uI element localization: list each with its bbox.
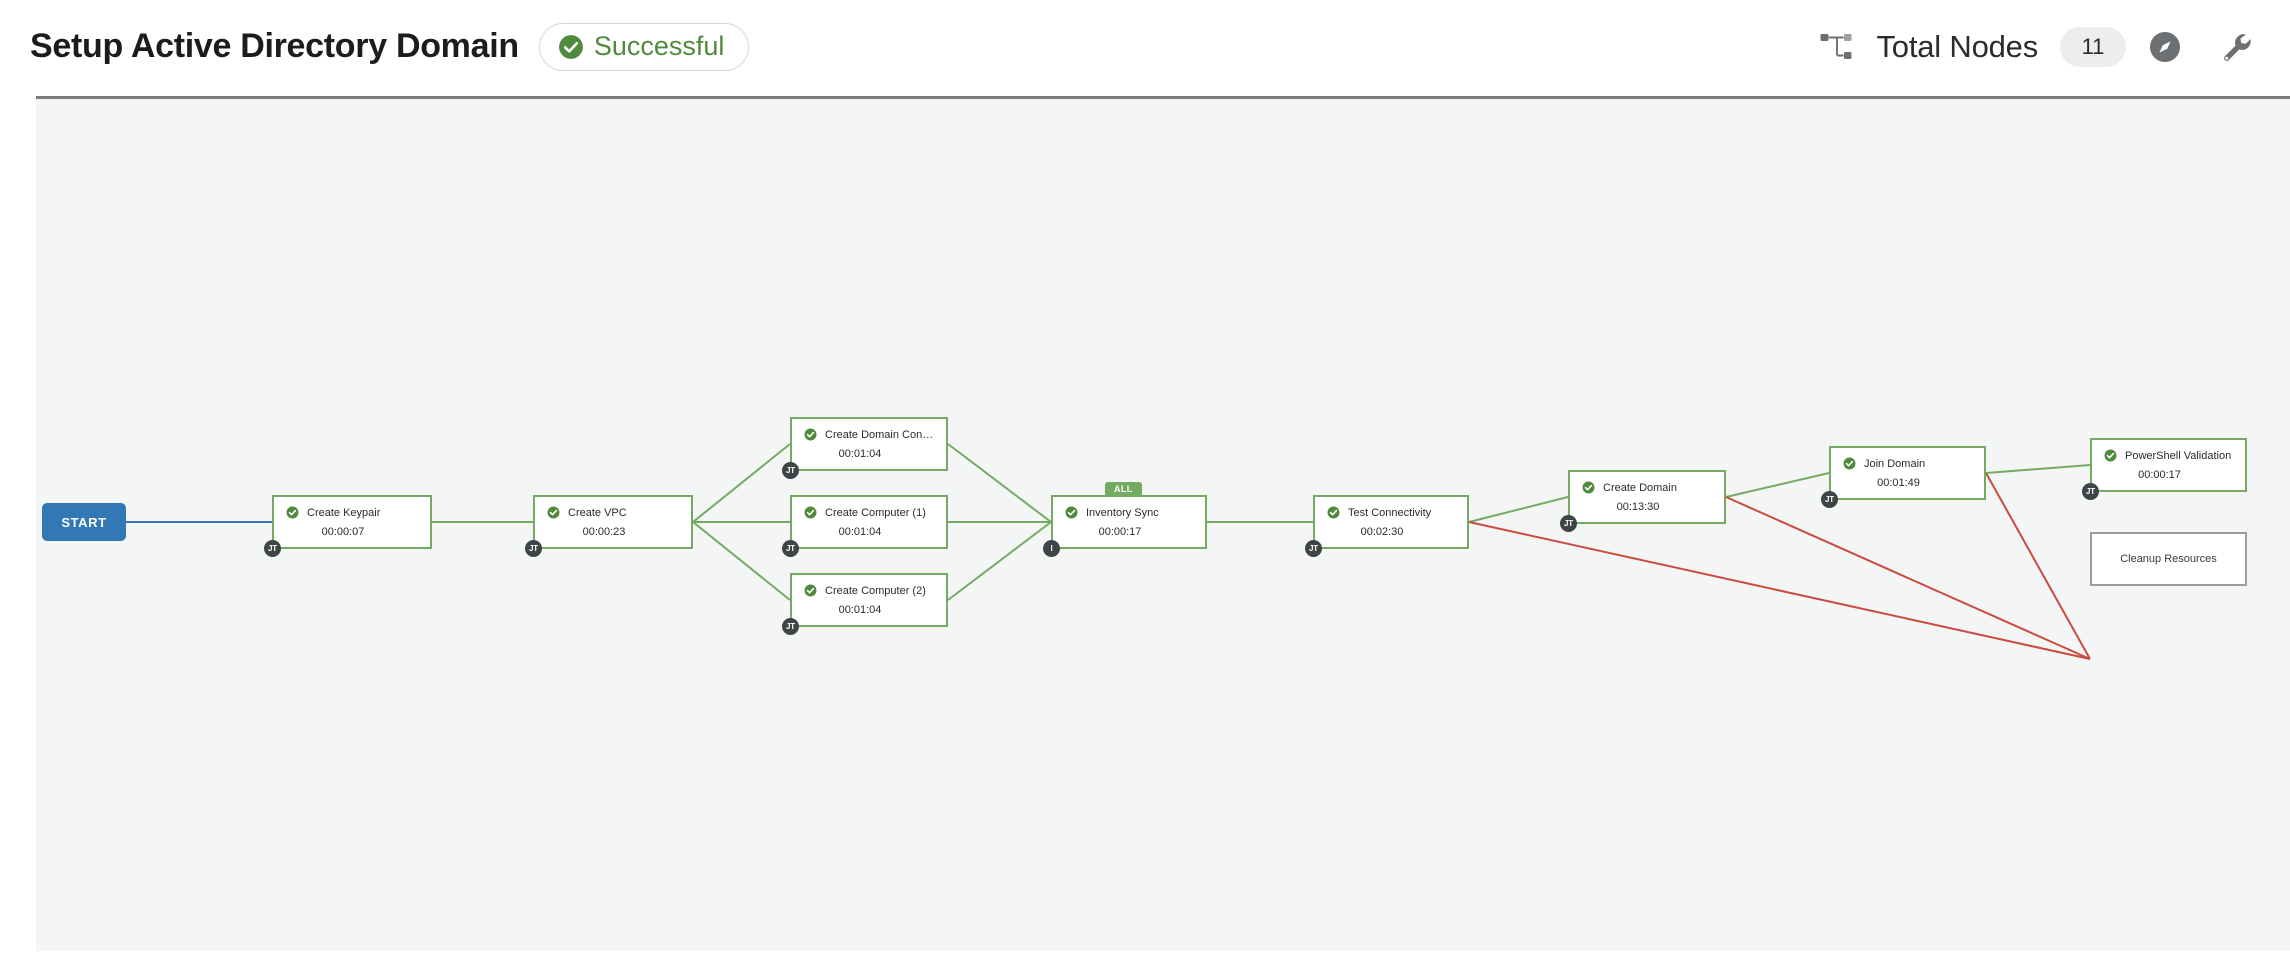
node-title-row: Create Domain xyxy=(1570,481,1724,494)
node-title-row: Join Domain xyxy=(1831,457,1984,470)
total-nodes-count-badge: 11 xyxy=(2060,26,2126,67)
node-inventory-sync[interactable]: Inventory Sync 00:00:17 xyxy=(1051,495,1207,549)
sitemap-icon xyxy=(1820,33,1852,59)
node-powershell-validation[interactable]: PowerShell Validation 00:00:17 xyxy=(2090,438,2247,492)
edge-create-domain-to-join-domain xyxy=(1725,472,1830,498)
node-create-computer-2[interactable]: Create Computer (2) 00:01:04 xyxy=(790,573,948,627)
node-title: Cleanup Resources xyxy=(2120,553,2217,565)
status-badge: Successful xyxy=(538,22,750,71)
node-type-badge-jt: JT xyxy=(1305,540,1322,557)
check-circle-icon xyxy=(1065,506,1078,519)
compass-icon[interactable] xyxy=(2148,30,2182,64)
edge-test-connectivity-to-create-domain xyxy=(1468,496,1569,523)
check-circle-icon xyxy=(2104,449,2117,462)
header-left-group: Setup Active Directory Domain Successful xyxy=(30,22,750,71)
node-type-badge-jt: JT xyxy=(1821,491,1838,508)
check-circle-icon xyxy=(804,584,817,597)
page-title: Setup Active Directory Domain xyxy=(30,27,519,65)
node-title: Test Connectivity xyxy=(1348,506,1432,519)
start-node[interactable]: START xyxy=(42,503,126,541)
node-duration: 00:01:04 xyxy=(838,526,882,538)
edge-join-domain-to-powershell-validation xyxy=(1985,464,2091,474)
edge-join-domain-to-cleanup xyxy=(1985,472,2091,660)
check-circle-icon xyxy=(1843,457,1856,470)
convergence-badge-all: ALL xyxy=(1105,482,1142,497)
node-title-row: Test Connectivity xyxy=(1315,506,1467,519)
wrench-icon[interactable] xyxy=(2220,30,2254,64)
check-circle-icon xyxy=(1582,481,1595,494)
node-title-row: PowerShell Validation xyxy=(2092,449,2245,462)
node-title-row: Cleanup Resources xyxy=(2092,553,2245,565)
node-test-connectivity[interactable]: Test Connectivity 00:02:30 xyxy=(1313,495,1469,549)
node-duration: 00:13:30 xyxy=(1616,501,1660,513)
node-join-domain[interactable]: Join Domain 00:01:49 xyxy=(1829,446,1986,500)
node-title-row: Inventory Sync xyxy=(1053,506,1205,519)
edge-vpc-to-domain-controller xyxy=(692,443,791,523)
node-type-badge-jt: JT xyxy=(2082,483,2099,500)
node-create-computer-1[interactable]: Create Computer (1) 00:01:04 xyxy=(790,495,948,549)
workflow-edge-layer xyxy=(126,443,2091,660)
node-title-row: Create Domain Contr... xyxy=(792,428,946,441)
node-duration: 00:00:17 xyxy=(1098,526,1142,538)
node-title-row: Create VPC xyxy=(535,506,691,519)
node-title: Create Domain xyxy=(1603,481,1677,494)
node-duration: 00:01:49 xyxy=(1877,477,1920,489)
node-duration: 00:01:04 xyxy=(838,604,882,616)
check-circle-icon xyxy=(558,34,583,59)
total-nodes-label: Total Nodes xyxy=(1876,28,2038,64)
node-type-badge-jt: JT xyxy=(782,462,799,479)
check-circle-icon xyxy=(547,506,560,519)
node-type-badge-jt: JT xyxy=(525,540,542,557)
node-duration: 00:02:30 xyxy=(1360,526,1404,538)
status-label: Successful xyxy=(593,31,725,61)
node-title: Create Domain Contr... xyxy=(825,428,934,441)
check-circle-icon xyxy=(804,428,817,441)
edge-domain-controller-to-inventory-sync xyxy=(947,443,1052,523)
node-title: Inventory Sync xyxy=(1086,506,1159,519)
node-title: Create Computer (1) xyxy=(825,506,926,519)
node-type-badge-inventory: I xyxy=(1043,540,1060,557)
header-right-group: Total Nodes 11 xyxy=(1820,26,2254,67)
node-type-badge-jt: JT xyxy=(782,540,799,557)
node-type-badge-jt: JT xyxy=(1560,515,1577,532)
node-title: Create VPC xyxy=(568,506,627,519)
edge-computer-2-to-inventory-sync xyxy=(947,521,1052,601)
node-create-domain-controller[interactable]: Create Domain Contr... 00:01:04 xyxy=(790,417,948,471)
node-title: Join Domain xyxy=(1864,457,1926,470)
node-title: PowerShell Validation xyxy=(2125,449,2232,462)
node-create-vpc[interactable]: Create VPC 00:00:23 xyxy=(533,495,693,549)
edge-test-connectivity-to-cleanup xyxy=(1468,521,2091,660)
node-title: Create Computer (2) xyxy=(825,584,926,597)
node-duration: 00:00:07 xyxy=(321,526,365,538)
check-circle-icon xyxy=(286,506,299,519)
node-create-keypair[interactable]: Create Keypair 00:00:07 xyxy=(272,495,432,549)
node-cleanup-resources[interactable]: Cleanup Resources xyxy=(2090,532,2247,586)
check-circle-icon xyxy=(1327,506,1340,519)
node-title-row: Create Keypair xyxy=(274,506,430,519)
node-duration: 00:01:04 xyxy=(838,448,882,460)
workflow-canvas[interactable]: START Create Keypair 00:00:07 JT Create … xyxy=(36,96,2290,951)
check-circle-icon xyxy=(804,506,817,519)
node-title-row: Create Computer (1) xyxy=(792,506,946,519)
node-duration: 00:00:23 xyxy=(582,526,626,538)
node-create-domain[interactable]: Create Domain 00:13:30 xyxy=(1568,470,1726,524)
app-header: Setup Active Directory Domain Successful… xyxy=(0,0,2290,93)
edge-create-domain-to-cleanup xyxy=(1725,496,2091,660)
edge-vpc-to-computer-2 xyxy=(692,521,791,601)
node-title: Create Keypair xyxy=(307,506,381,519)
node-duration: 00:00:17 xyxy=(2138,469,2181,481)
node-title-row: Create Computer (2) xyxy=(792,584,946,597)
node-type-badge-jt: JT xyxy=(264,540,281,557)
node-type-badge-jt: JT xyxy=(782,618,799,635)
